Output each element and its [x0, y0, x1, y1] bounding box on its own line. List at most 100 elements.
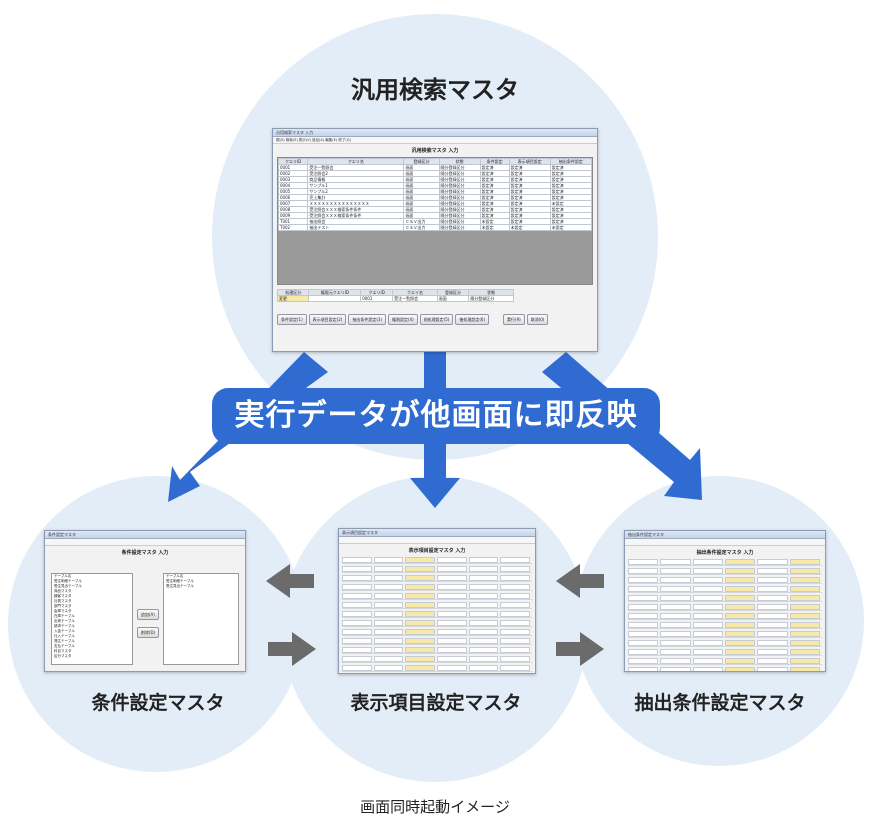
list-item[interactable]: 科目マスタ — [54, 649, 72, 653]
main-button-row: 条件設定(1)表示項目設定(2)抽出条件設定(3)権限設定(4)前処理設定(5)… — [277, 306, 593, 325]
field-input[interactable]: 0001 — [360, 295, 394, 302]
list-item[interactable]: 部門マスタ — [54, 604, 72, 608]
form-cell — [692, 649, 723, 655]
form-cell — [789, 577, 820, 583]
action-button[interactable]: 前処理設定(5) — [419, 314, 454, 325]
form-cell — [628, 640, 659, 646]
form-row[interactable] — [342, 656, 532, 663]
action-button[interactable]: 後処理設定(6) — [455, 314, 490, 325]
form-row[interactable] — [628, 631, 822, 638]
center-window: 表示項目設定マスタ 表示項目設定マスタ 入力 — [338, 528, 536, 674]
list-item[interactable]: 発注テーブル — [54, 639, 75, 643]
form-row[interactable] — [628, 640, 822, 647]
form-cell — [342, 620, 372, 626]
form-cell — [789, 658, 820, 664]
form-row[interactable] — [628, 577, 822, 584]
form-row[interactable] — [628, 658, 822, 665]
form-cell — [724, 568, 756, 574]
list-item[interactable]: 請求テーブル — [54, 624, 75, 628]
action-button[interactable]: 実行(9) — [503, 314, 525, 325]
form-row[interactable] — [342, 647, 532, 654]
field-input[interactable] — [308, 295, 362, 302]
delete-button[interactable]: 削除(D) — [137, 627, 160, 638]
list-item[interactable]: 入金テーブル — [54, 629, 75, 633]
form-row[interactable] — [628, 595, 822, 602]
form-row[interactable] — [628, 604, 822, 611]
form-row[interactable] — [342, 593, 532, 600]
form-cell — [468, 638, 499, 644]
form-row[interactable] — [628, 586, 822, 593]
action-button[interactable]: 取消(0) — [526, 314, 549, 325]
main-form-title: 汎用検索マスタ 入力 — [411, 148, 459, 154]
form-cell — [342, 566, 372, 572]
form-row[interactable] — [342, 638, 532, 645]
right-list-box[interactable]: テーブル名受注明細テーブル受注見出テーブル — [163, 573, 239, 665]
form-row[interactable] — [628, 667, 822, 671]
form-row[interactable] — [342, 620, 532, 627]
form-cell — [789, 595, 820, 601]
form-cell — [757, 649, 788, 655]
form-cell — [628, 631, 659, 637]
form-row[interactable] — [342, 665, 532, 672]
form-cell — [757, 622, 788, 628]
field-input[interactable]: 変更 — [276, 295, 310, 302]
form-row[interactable] — [342, 629, 532, 636]
gray-arrow-left-2 — [556, 564, 604, 598]
list-item[interactable]: 在庫テーブル — [54, 614, 75, 618]
form-cell — [789, 640, 820, 646]
list-item[interactable]: 顧客マスタ — [54, 594, 72, 598]
right-window: 抽出条件設定マスタ 抽出条件設定マスタ 入力 — [624, 530, 826, 672]
form-cell — [405, 611, 436, 617]
field-input[interactable]: 画面 — [436, 295, 470, 302]
list-item[interactable]: テーブル名 — [54, 574, 72, 578]
list-item[interactable]: 受注明細テーブル — [166, 579, 194, 583]
form-row[interactable] — [342, 602, 532, 609]
action-button[interactable]: 権限設定(4) — [388, 314, 418, 325]
right-form-title: 抽出条件設定マスタ 入力 — [696, 550, 754, 556]
form-cell — [500, 611, 531, 617]
list-item[interactable]: テーブル名 — [166, 574, 184, 578]
bottom-center-label: 表示項目設定マスタ — [350, 692, 522, 714]
form-cell — [628, 622, 659, 628]
list-item[interactable]: 受注見出テーブル — [54, 584, 82, 588]
form-cell — [468, 629, 499, 635]
list-item[interactable]: 倉庫マスタ — [54, 609, 72, 613]
form-row[interactable] — [628, 559, 822, 566]
list-item[interactable]: 受注見出テーブル — [166, 584, 194, 588]
form-cell — [437, 665, 467, 671]
left-list-box[interactable]: テーブル名受注明細テーブル受注見出テーブル商品マスタ顧客マスタ社員マスタ部門マス… — [51, 573, 133, 665]
action-button[interactable]: 表示項目設定(2) — [308, 314, 347, 325]
action-button[interactable]: 条件設定(1) — [277, 314, 307, 325]
form-row[interactable] — [628, 649, 822, 656]
action-button[interactable]: 抽出条件設定(3) — [348, 314, 387, 325]
list-item[interactable]: 仕入テーブル — [54, 634, 75, 638]
form-row[interactable] — [342, 557, 532, 564]
form-row[interactable] — [628, 568, 822, 575]
field-input[interactable]: 随分登録区分 — [468, 295, 514, 302]
list-item[interactable]: 社員マスタ — [54, 599, 72, 603]
list-item[interactable]: 区分マスタ — [54, 654, 72, 658]
form-row[interactable] — [628, 613, 822, 620]
list-item[interactable]: 受注明細テーブル — [54, 579, 82, 583]
field-input[interactable]: 受注一覧照会 — [392, 295, 438, 302]
form-cell — [660, 649, 691, 655]
list-item[interactable]: 商品マスタ — [54, 589, 72, 593]
list-item[interactable]: 出荷テーブル — [54, 619, 75, 623]
form-row[interactable] — [342, 566, 532, 573]
form-row[interactable] — [342, 584, 532, 591]
form-cell — [437, 602, 467, 608]
form-cell — [500, 602, 531, 608]
form-cell — [342, 557, 372, 563]
list-item[interactable]: 支払テーブル — [54, 644, 75, 648]
form-cell — [405, 638, 436, 644]
form-row[interactable] — [342, 575, 532, 582]
form-cell — [692, 577, 723, 583]
form-cell — [373, 602, 404, 608]
form-row[interactable] — [342, 611, 532, 618]
form-row[interactable] — [628, 622, 822, 629]
add-button[interactable]: 追加(A) — [137, 609, 159, 620]
